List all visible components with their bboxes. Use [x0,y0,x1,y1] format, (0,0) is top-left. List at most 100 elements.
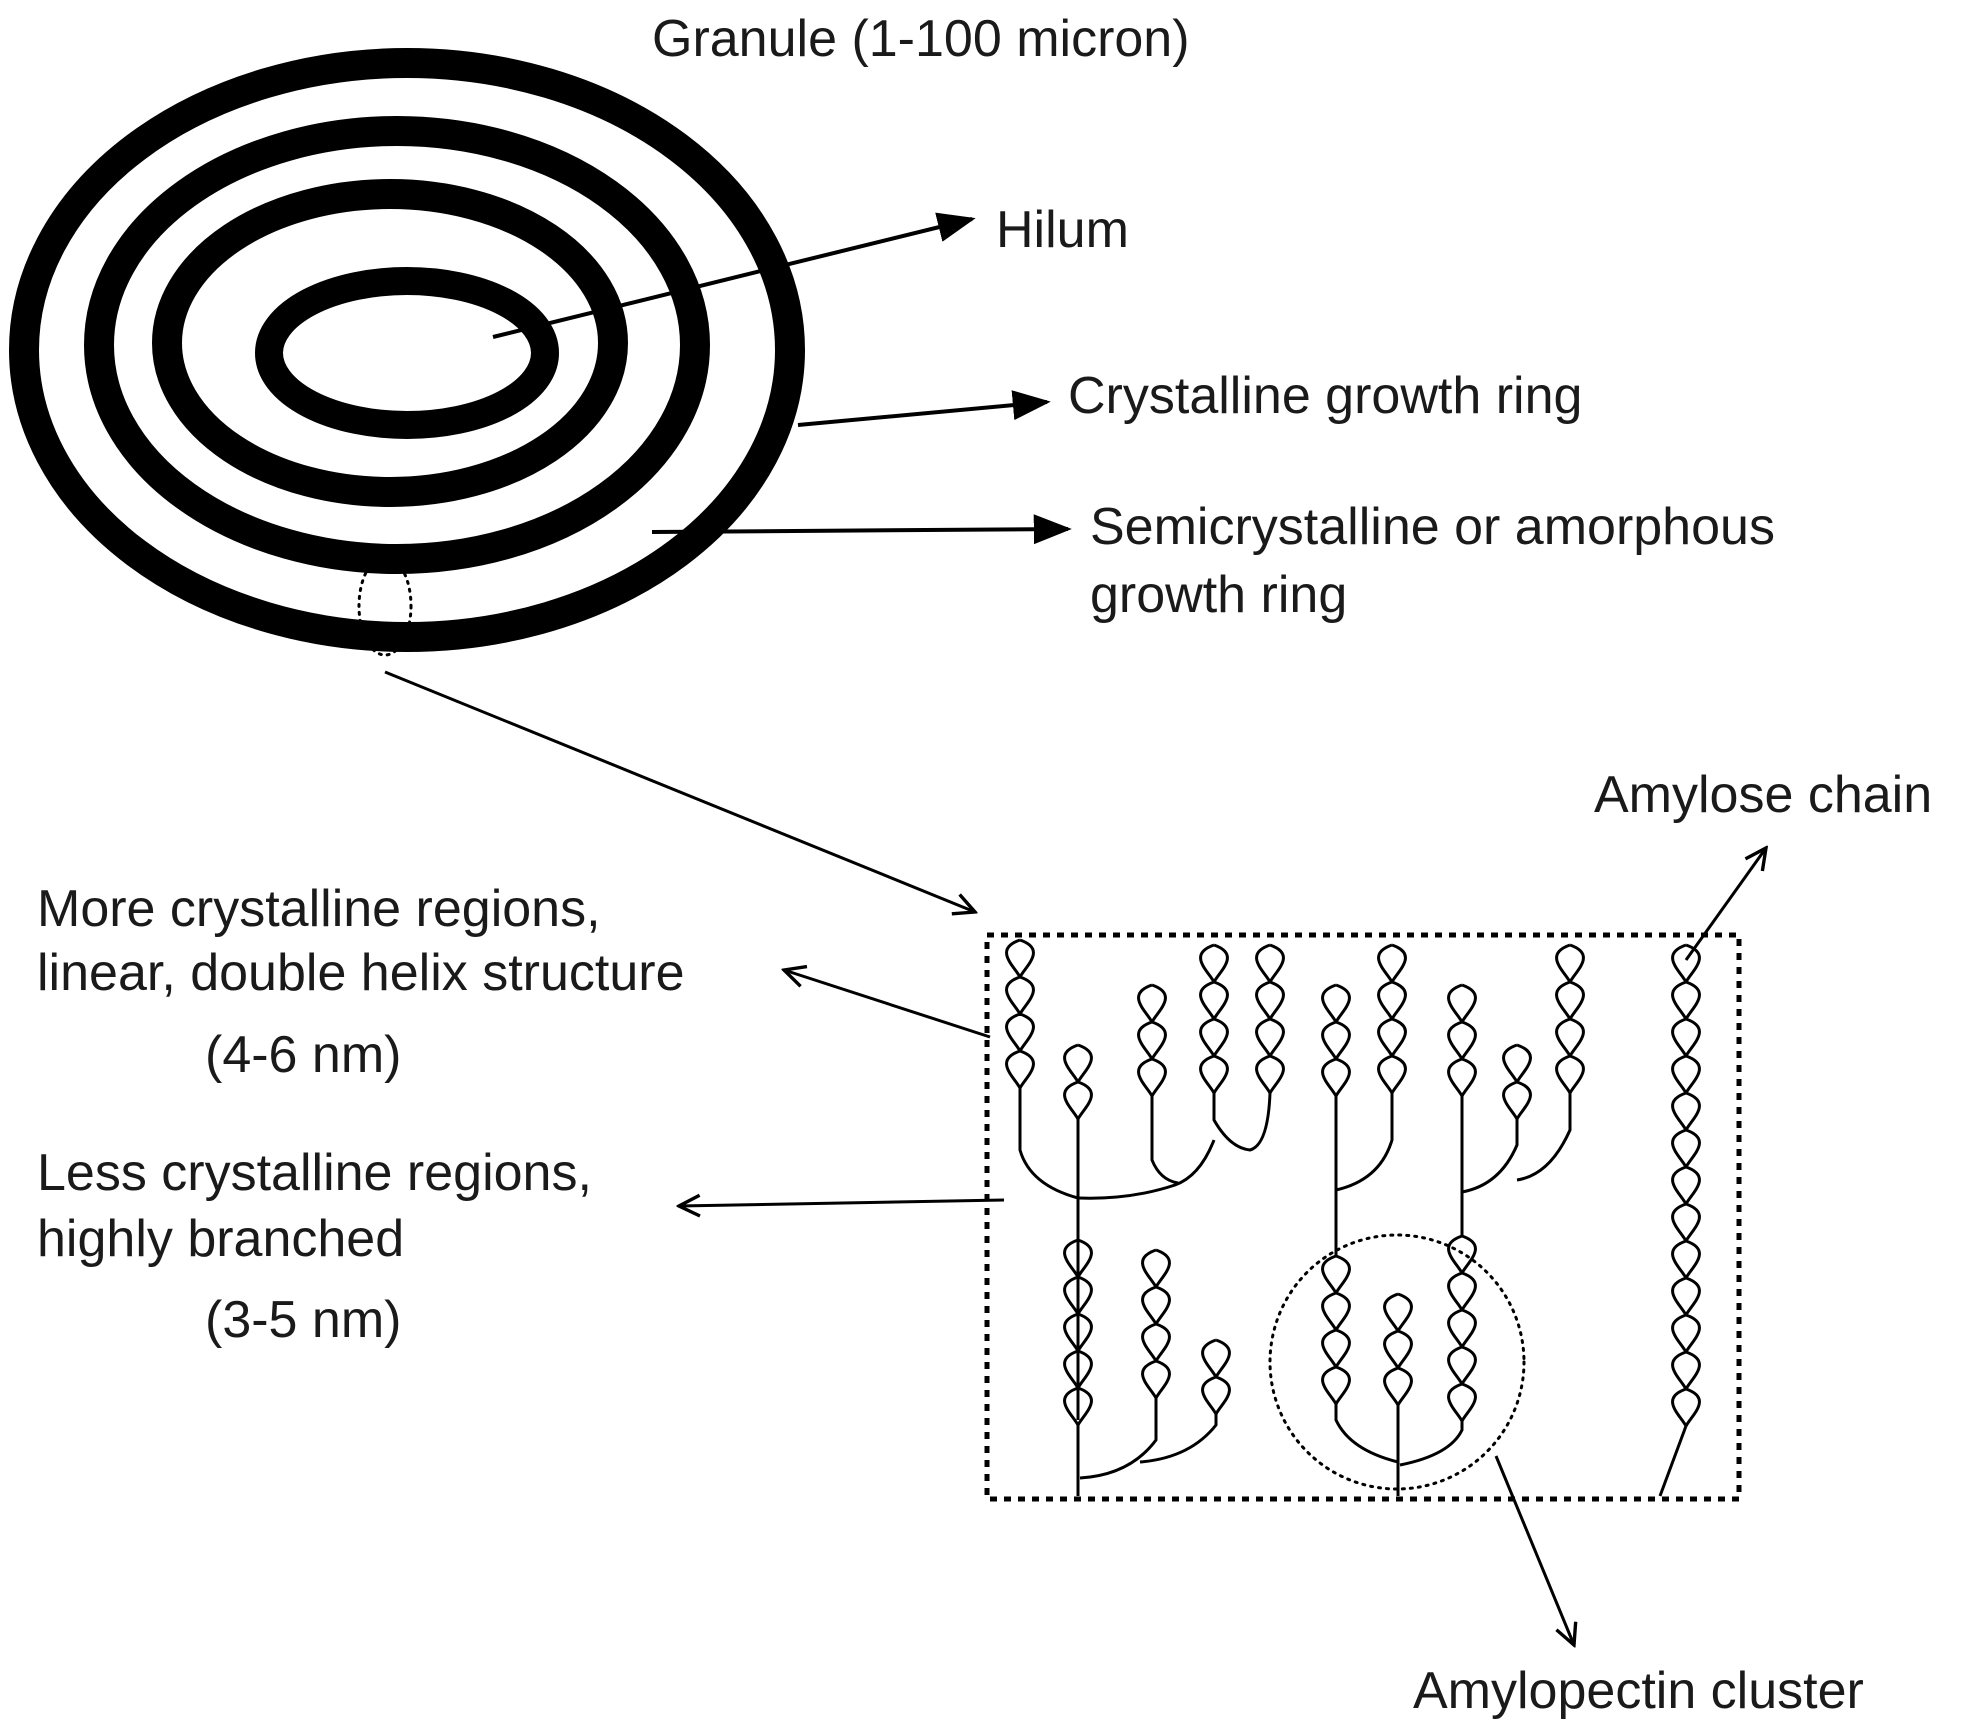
helix-turn [1383,1292,1413,1332]
helix-turn [1447,1057,1477,1097]
helix-turn [1255,1017,1285,1057]
branch-line [1018,1088,1079,1200]
ring-3 [152,179,628,507]
helix-turn [1063,1080,1093,1120]
branch-line [1212,1092,1272,1152]
helix-turn [1671,1350,1701,1390]
helix-turn [1555,1017,1585,1057]
helix-turn [1671,980,1701,1020]
branch-line [1139,1414,1218,1464]
helix-chain [1447,983,1477,1097]
helix-turn [1137,983,1167,1023]
helix-turn [1321,1328,1351,1368]
branch-line [1150,1096,1179,1185]
helix-turn [1671,1017,1701,1057]
helix-turn [1377,1054,1407,1094]
helix-turn [1321,1291,1351,1331]
helix-chain [1255,943,1285,1094]
helix-turn [1671,1128,1701,1168]
helix-turn [1005,975,1035,1015]
less-crystalline-arrow [679,1200,1005,1206]
helix-turn [1447,1271,1477,1311]
outer-ring [9,48,805,652]
helix-turn [1141,1322,1171,1362]
hilum-label: Hilum [996,201,1129,259]
branch-line [1516,1093,1572,1182]
helix-turn [1063,1238,1093,1278]
helix-chain [1137,983,1167,1097]
amylose-helix [1671,943,1701,1427]
amylose-chain-label: Amylose chain [1594,766,1932,824]
helix-turn [1671,1239,1701,1279]
helix-chain [1063,1043,1093,1120]
helix-chain [1199,943,1229,1094]
helix-turn [1671,1202,1701,1242]
semicrystalline-label-line2: growth ring [1090,566,1347,624]
helix-turn [1255,943,1285,983]
helix-turn [1063,1275,1093,1315]
helix-turn [1255,980,1285,1020]
helix-turn [1321,1254,1351,1294]
helix-turn [1137,1057,1167,1097]
helix-turn [1141,1359,1171,1399]
helix-turn [1321,1365,1351,1405]
branch-line [1399,1421,1464,1467]
helix-turn [1383,1366,1413,1406]
helix-chain [1005,938,1035,1089]
helix-turn [1383,1329,1413,1369]
more-crystalline-size: (4-6 nm) [205,1026,401,1084]
more-crystalline-line2: linear, double helix structure [37,944,685,1002]
helix-turn [1447,1308,1477,1348]
granule-rings [9,48,805,652]
helix-turn [1671,943,1701,983]
helix-turn [1377,943,1407,983]
helix-turn [1555,980,1585,1020]
helix-turn [1321,1057,1351,1097]
helix-chain [1447,1234,1477,1422]
helix-turn [1321,1020,1351,1060]
helix-turn [1447,1020,1477,1060]
helix-turn [1199,1054,1229,1094]
helix-chain [1383,1292,1413,1406]
zoom-arrow [384,670,975,912]
helix-turn [1199,980,1229,1020]
less-crystalline-line2: highly branched [37,1210,404,1268]
helix-turn [1005,1049,1035,1089]
semicrystalline-ring-arrow [651,514,1072,545]
helix-turn [1377,980,1407,1020]
helix-turn [1137,1020,1167,1060]
amylopectin-cluster-arrow [1494,1455,1574,1645]
amylose-chain-arrow [1684,848,1766,961]
crystalline-ring-arrow [797,390,1051,427]
helix-turn [1199,1017,1229,1057]
semicrystalline-label-line1: Semicrystalline or amorphous [1090,498,1775,556]
branch-line [1335,1093,1394,1192]
helix-turn [1447,1382,1477,1422]
branch-line [1334,1404,1399,1464]
helix-structures [1005,938,1701,1497]
helix-chain [1201,1338,1231,1415]
helix-turn [1321,983,1351,1023]
helix-turn [1671,1054,1701,1094]
helix-chain [1321,983,1351,1097]
more-crystalline-line1: More crystalline regions, [37,880,601,938]
amylopectin-cluster-label: Amylopectin cluster [1413,1662,1864,1720]
helix-turn [1671,1091,1701,1131]
helix-turn [1201,1338,1231,1378]
more-crystalline-arrow [784,970,991,1039]
helix-turn [1199,943,1229,983]
helix-turn [1377,1017,1407,1057]
helix-turn [1255,1054,1285,1094]
inner-ring [255,267,559,439]
helix-turn [1063,1312,1093,1352]
helix-turn [1005,1012,1035,1052]
helix-turn [1063,1043,1093,1083]
helix-turn [1201,1375,1231,1415]
helix-turn [1502,1080,1532,1120]
branch-line [1461,1119,1519,1194]
branch-line [1079,1398,1158,1480]
helix-chain [1063,1238,1093,1426]
branch-line [1658,1425,1688,1497]
granule-callouts [384,212,1072,912]
